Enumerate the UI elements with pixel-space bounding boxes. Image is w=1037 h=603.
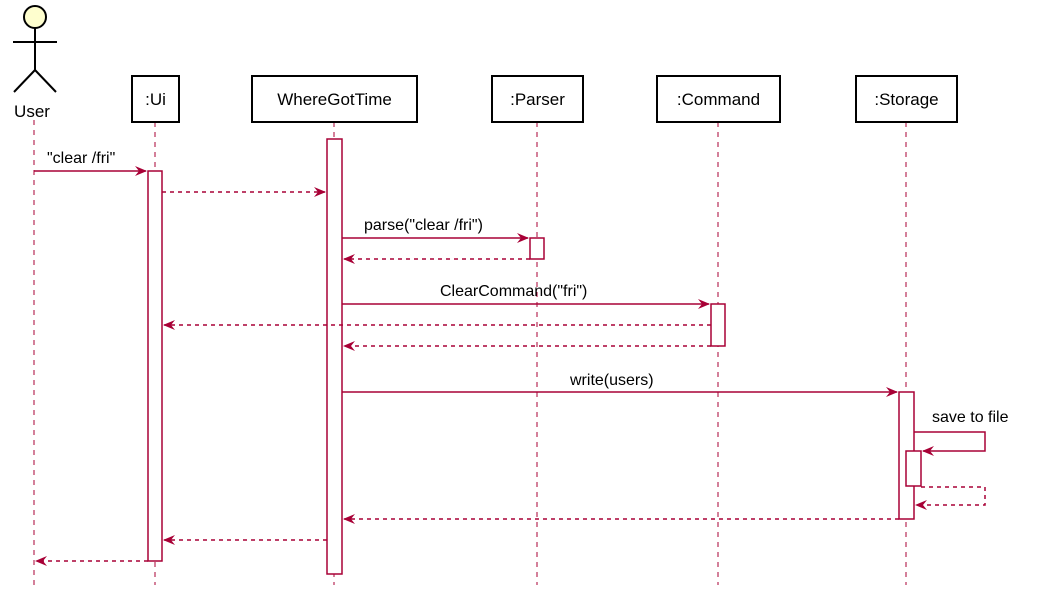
actor-leg-left [13,69,36,93]
message-label: ClearCommand("fri") [440,283,587,300]
activation-parser [529,237,545,260]
participant-label: WhereGotTime [277,90,392,109]
actor-label: User [14,102,50,121]
message-label: write(users) [569,372,654,389]
activation-storage-nested [905,450,922,487]
participant-storage: :Storage [855,75,958,123]
activation-wheregottime [326,138,343,575]
participant-ui: :Ui [131,75,180,123]
activations [147,138,922,575]
activation-command [710,303,726,347]
actor-user [13,5,57,93]
participant-command: :Command [656,75,781,123]
actor-leg-right [34,69,57,93]
participant-box [251,75,418,123]
message-label: "clear /fri" [47,150,115,167]
self-call-arrow [914,431,986,456]
participant-label: :Command [677,90,760,109]
lifelines [33,120,907,585]
message-label: save to file [932,409,1009,426]
participant-box [491,75,584,123]
messages [34,166,986,566]
participant-label: :Ui [145,90,166,109]
activation-ui [147,170,163,562]
participant-box [855,75,958,123]
participant-label: :Parser [510,90,565,109]
participant-label: :Storage [874,90,938,109]
actor-head [23,5,47,29]
message-label: parse("clear /fri") [364,217,483,234]
participant-box [656,75,781,123]
participant-parser: :Parser [491,75,584,123]
participant-wheregottime: WhereGotTime [251,75,418,123]
participant-box [131,75,180,123]
self-return-arrow [915,486,986,510]
